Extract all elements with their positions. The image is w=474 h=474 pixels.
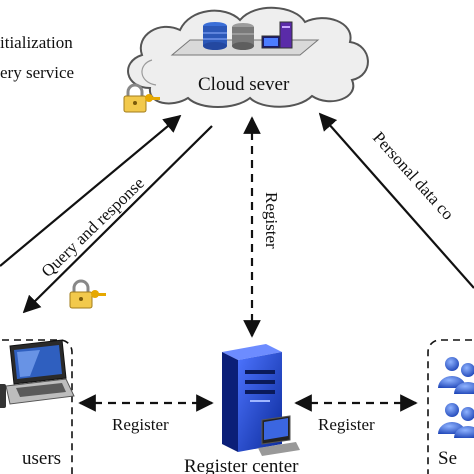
- legend-query-service-text: ery service: [0, 63, 74, 82]
- response-arrow: [22, 125, 213, 314]
- user-group-icon: [438, 357, 474, 438]
- laptop-icon: [5, 339, 75, 405]
- cloud-server-label: Cloud sever: [198, 74, 290, 95]
- users-dashed-box: [0, 339, 73, 474]
- cloud-shape: [127, 6, 369, 108]
- padlock-key-icon: [123, 83, 160, 113]
- storage-drum-icon: [232, 23, 254, 50]
- desktop-computer-icon: [261, 21, 293, 49]
- owners-dashed-box: [427, 339, 474, 474]
- users-group: users: [0, 339, 75, 474]
- users-label: users: [22, 448, 61, 469]
- personal-data-arrow: [318, 112, 474, 289]
- tower-server-icon: [222, 344, 300, 456]
- data-owners-group: Se: [427, 339, 474, 474]
- register-vertical-label: Register: [262, 192, 281, 249]
- owners-partial-label: Se: [438, 448, 457, 469]
- personal-data-label: Personal data co: [369, 128, 458, 224]
- mobile-phone-icon: [0, 384, 6, 408]
- register-center-label: Register center: [184, 456, 299, 474]
- padlock-key-icon-lower: [69, 279, 106, 309]
- register-right-label: Register: [318, 415, 375, 434]
- cloud-server-node: Cloud sever: [127, 6, 369, 108]
- database-icon: [203, 22, 227, 50]
- query-arrow: [0, 114, 182, 267]
- legend-initialization-text: itialization: [0, 33, 73, 52]
- register-center-node: Register center: [184, 344, 300, 474]
- register-left-label: Register: [112, 415, 169, 434]
